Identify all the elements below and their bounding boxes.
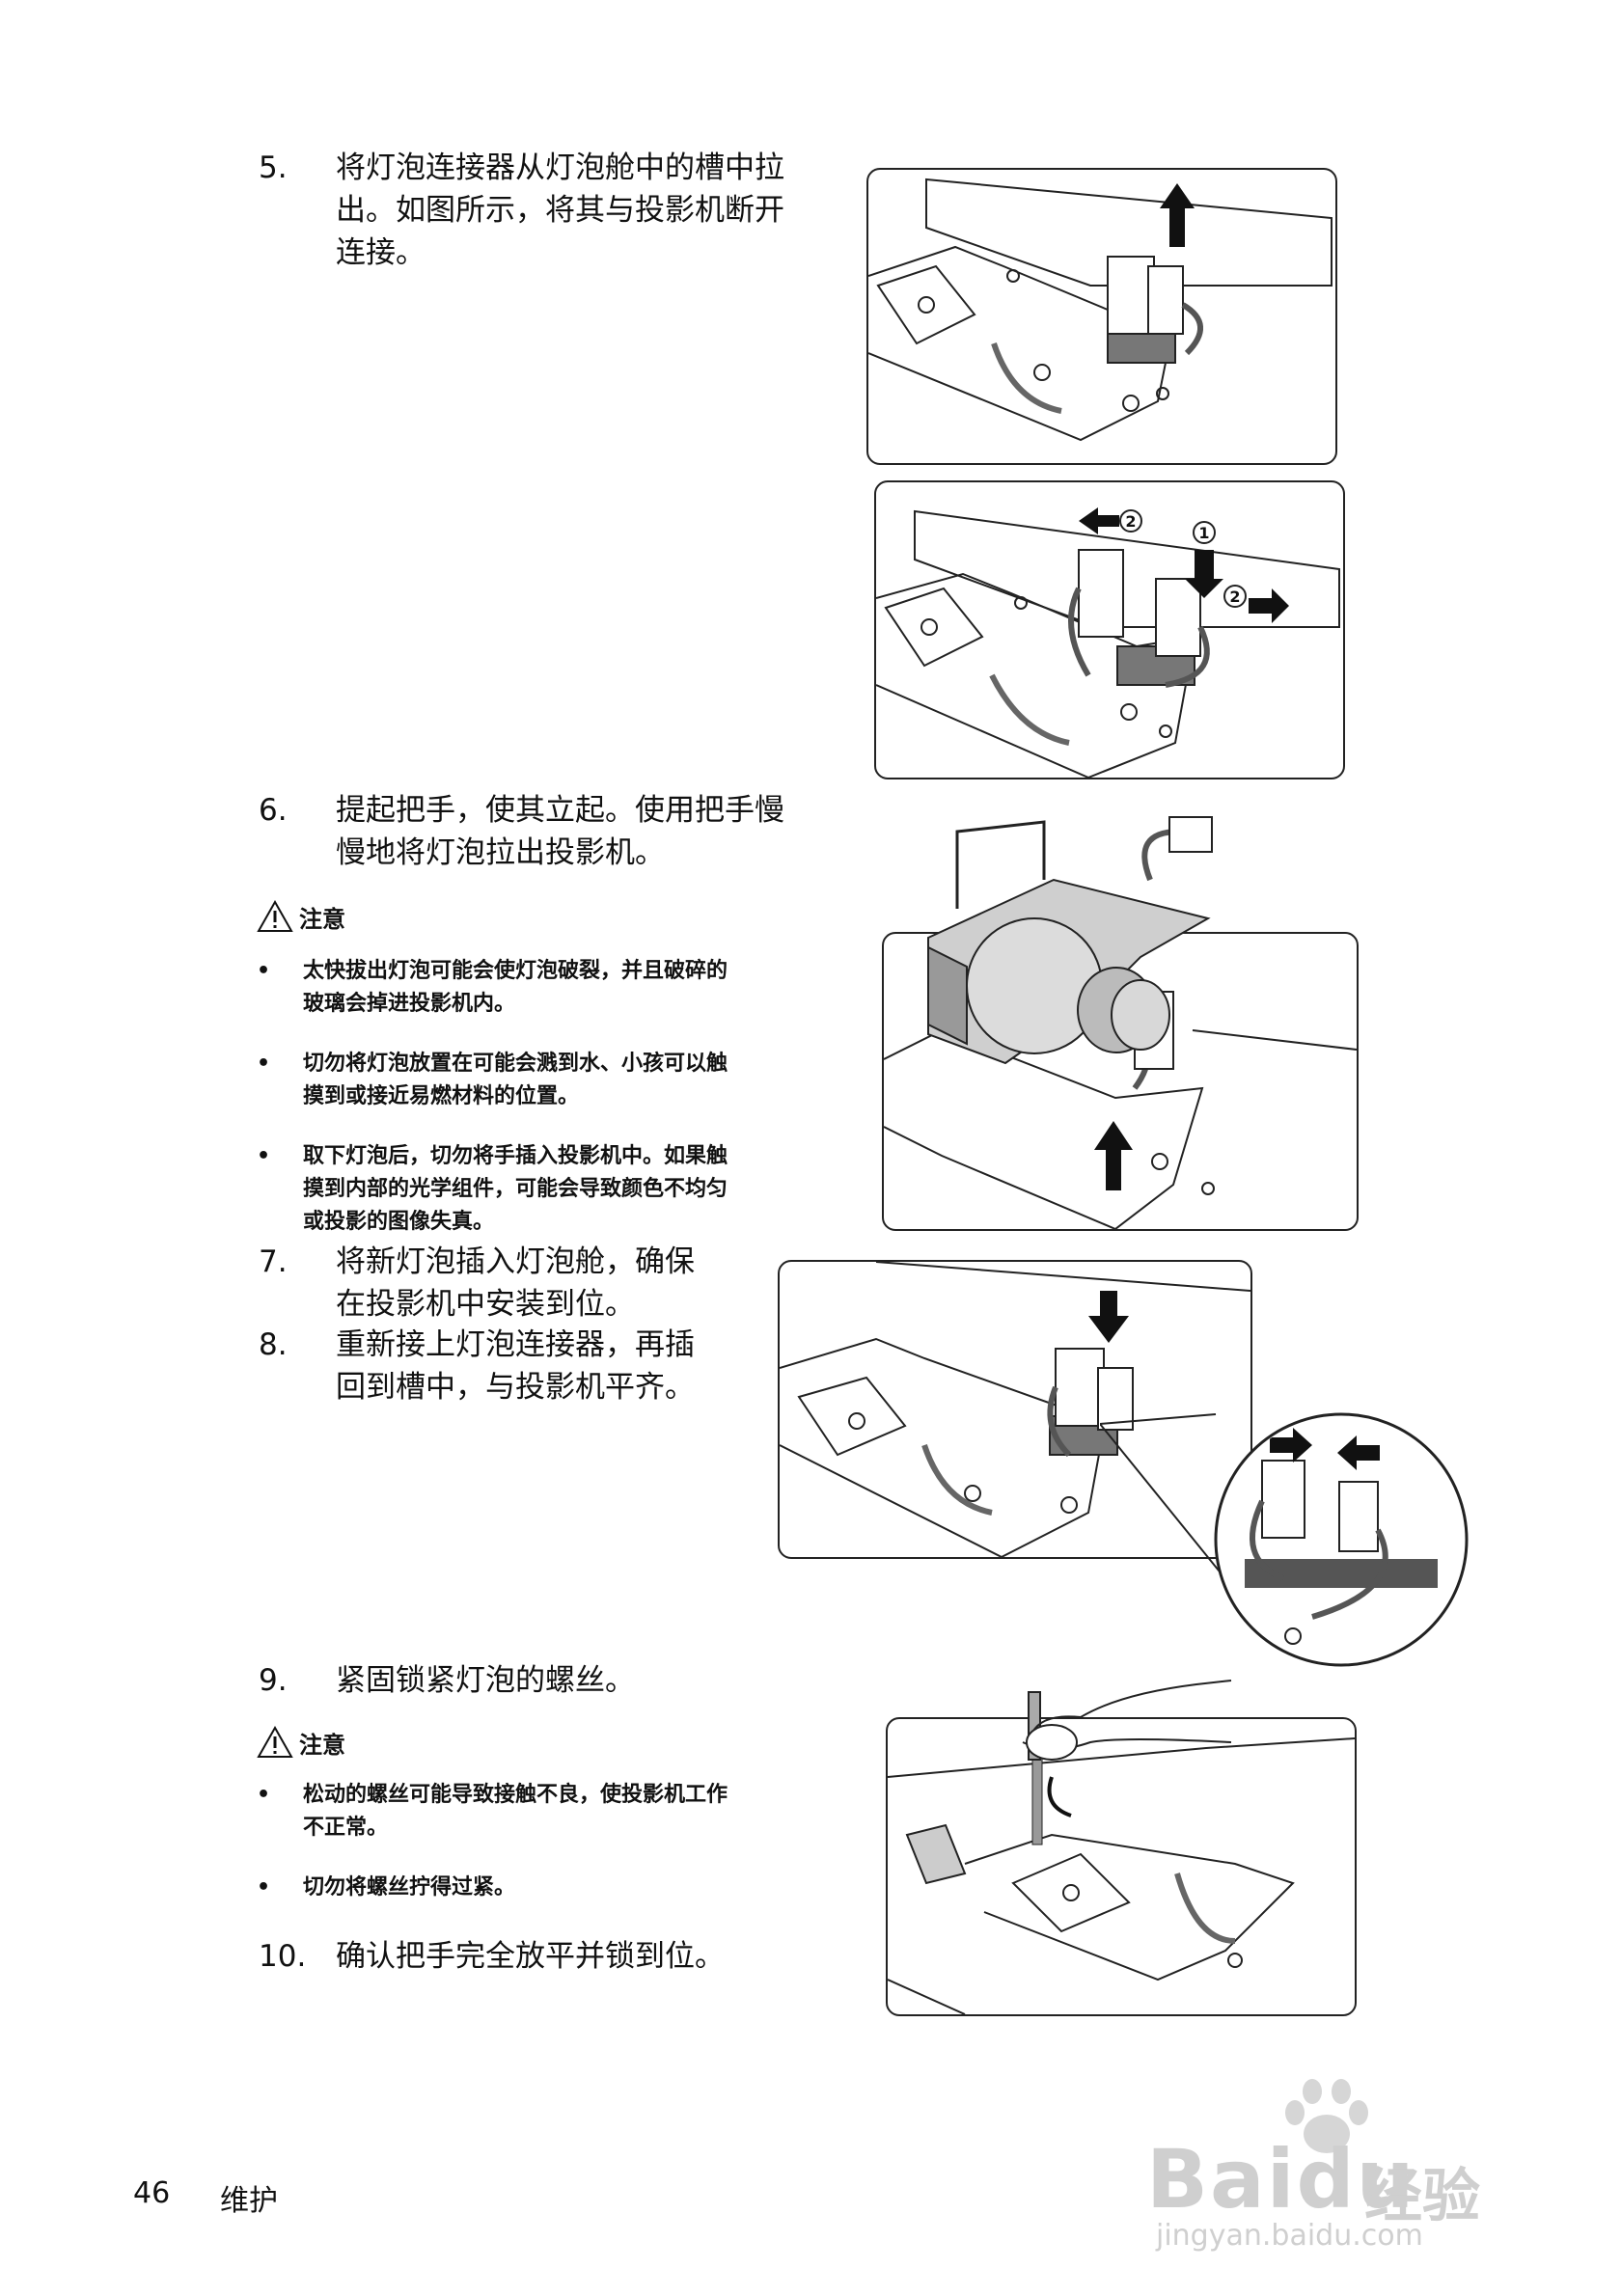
bullet-marker: • xyxy=(257,1144,271,1168)
step-number: 8. xyxy=(259,1327,288,1362)
note-heading: 注意 xyxy=(257,897,345,936)
watermark-brand-suffix: du xyxy=(1296,2132,1416,2227)
bullet-text: 切勿将灯泡放置在可能会溅到水、小孩可以触 摸到或接近易燃材料的位置。 xyxy=(303,1052,728,1108)
step-text: 提起把手，使其立起。使用把手慢 慢地将灯泡拉出投影机。 xyxy=(336,793,784,870)
section-name: 维护 xyxy=(220,2184,278,2218)
note-title: 注意 xyxy=(299,905,345,933)
bullet-text: 松动的螺丝可能导致接触不良，使投影机工作 不正常。 xyxy=(303,1783,728,1840)
bullet-marker: • xyxy=(257,1052,271,1076)
step-text: 确认把手完全放平并锁到位。 xyxy=(336,1939,725,1974)
bullet-marker: • xyxy=(257,1875,271,1900)
bullet-marker: • xyxy=(257,1783,271,1807)
warning-icon xyxy=(257,1726,293,1758)
step-text: 将新灯泡插入灯泡舱，确保 在投影机中安装到位。 xyxy=(336,1244,695,1322)
note-heading: 注意 xyxy=(257,1723,345,1762)
note-bullet: • 松动的螺丝可能导致接触不良，使投影机工作 不正常。 xyxy=(257,1779,874,1846)
warning-icon xyxy=(257,900,293,932)
step-7: 7. 将新灯泡插入灯泡舱，确保 在投影机中安装到位。 xyxy=(259,1241,760,1333)
step-text: 紧固锁紧灯泡的螺丝。 xyxy=(336,1663,635,1698)
watermark-url: jingyan.baidu.com xyxy=(1156,2219,1423,2253)
step-number: 7. xyxy=(259,1244,288,1279)
step-9: 9. 紧固锁紧灯泡的螺丝。 xyxy=(259,1659,838,1708)
callout-2-top: 2 xyxy=(1125,512,1136,531)
note-title: 注意 xyxy=(299,1731,345,1759)
step-text: 重新接上灯泡连接器，再插 回到槽中，与投影机平齐。 xyxy=(336,1327,695,1405)
step-6: 6. 提起把手，使其立起。使用把手慢 慢地将灯泡拉出投影机。 xyxy=(259,789,838,882)
step-number: 10. xyxy=(259,1939,307,1974)
page-number: 46 xyxy=(133,2176,171,2210)
watermark-brand: Bai xyxy=(1146,2132,1297,2227)
paw-icon xyxy=(1285,2079,1368,2153)
bullet-text: 取下灯泡后，切勿将手插入投影机中。如果触 摸到内部的光学组件，可能会导致颜色不均… xyxy=(303,1144,728,1234)
note-bullet: • 切勿将灯泡放置在可能会溅到水、小孩可以触 摸到或接近易燃材料的位置。 xyxy=(257,1048,874,1115)
figure-connector-pull-up xyxy=(866,168,1337,465)
note-bullet: • 太快拔出灯泡可能会使灯泡破裂，并且破碎的 玻璃会掉进投影机内。 xyxy=(257,955,874,1023)
callout-2-right: 2 xyxy=(1229,588,1240,606)
note-bullet: • 切勿将螺丝拧得过紧。 xyxy=(257,1872,874,1910)
bullet-marker: • xyxy=(257,959,271,983)
hand-with-screwdriver xyxy=(1022,1680,1232,1761)
bullet-text: 太快拔出灯泡可能会使灯泡破裂，并且破碎的 玻璃会掉进投影机内。 xyxy=(303,959,728,1016)
callout-1: 1 xyxy=(1198,524,1209,542)
lamp-module-illustration xyxy=(927,816,1213,1065)
step-8: 8. 重新接上灯泡连接器，再插 回到槽中，与投影机平齐。 xyxy=(259,1324,760,1416)
step-number: 9. xyxy=(259,1663,288,1698)
step-5: 5. 将灯泡连接器从灯泡舱中的槽中拉 出。如图所示，将其与投影机断开 连接。 xyxy=(259,147,838,282)
step-number: 6. xyxy=(259,793,288,828)
bullet-text: 切勿将螺丝拧得过紧。 xyxy=(303,1875,516,1900)
figure-connector-disconnect: 2 1 2 xyxy=(874,480,1345,779)
figure-lamp-install xyxy=(778,1260,1252,1559)
zoom-detail-circle xyxy=(1100,1412,1469,1667)
step-text: 将灯泡连接器从灯泡舱中的槽中拉 出。如图所示，将其与投影机断开 连接。 xyxy=(336,150,784,270)
figure-tighten-screw xyxy=(886,1717,1357,2016)
watermark-product: 经验 xyxy=(1364,2163,1480,2230)
step-10: 10. 确认把手完全放平并锁到位。 xyxy=(259,1935,838,1983)
step-number: 5. xyxy=(259,150,288,185)
baidu-watermark: Baidu 经验 jingyan.baidu.com xyxy=(1146,2074,1532,2253)
note-bullet: • 取下灯泡后，切勿将手插入投影机中。如果触 摸到内部的光学组件，可能会导致颜色… xyxy=(257,1140,874,1241)
